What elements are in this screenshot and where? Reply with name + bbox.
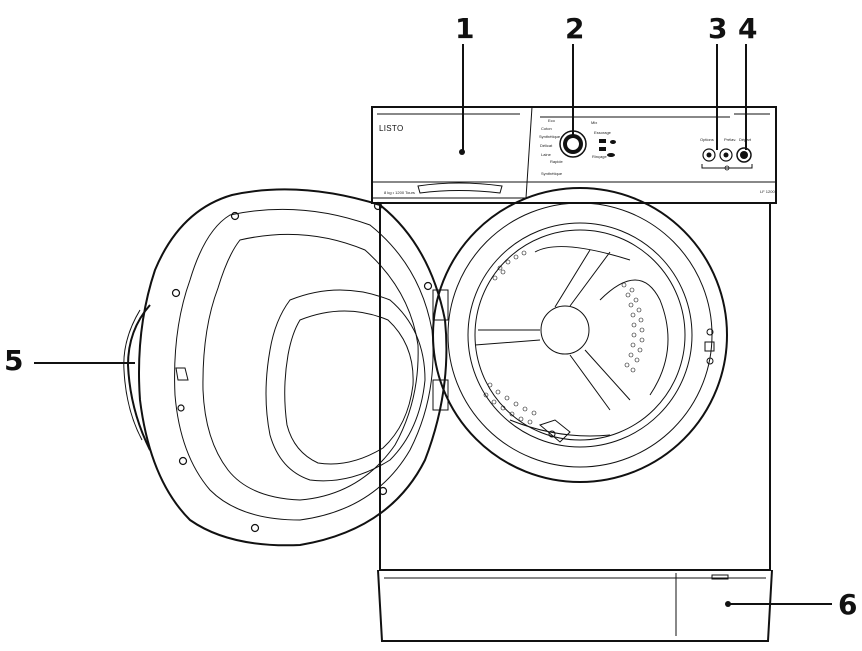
callout-number: 4	[738, 12, 757, 45]
svg-text:Prélav.: Prélav.	[724, 137, 736, 142]
callout-6: 6	[730, 588, 857, 621]
svg-text:Options: Options	[700, 137, 714, 142]
machine-body	[371, 106, 777, 642]
start-button[interactable]	[736, 147, 752, 163]
program-label: Eco	[548, 118, 556, 123]
program-label: Essorage	[594, 130, 612, 135]
callout-number: 2	[565, 12, 584, 45]
spin-text: 8 kg • 1200 Tours	[384, 190, 415, 195]
program-label: Rapide	[550, 159, 563, 164]
callout-number: 1	[455, 12, 474, 45]
callout-number: 6	[838, 588, 857, 621]
model-text: LF 1200	[760, 189, 775, 194]
filter-cover[interactable]	[711, 574, 731, 607]
right-label: Synthétique	[541, 171, 563, 176]
drum	[432, 187, 728, 483]
program-label: Délicat	[540, 143, 553, 148]
program-label: Laine	[541, 152, 552, 157]
callout-number: 3	[708, 12, 727, 45]
callout-5: 5	[4, 344, 135, 377]
callout-1: 1	[455, 12, 474, 150]
detergent-drawer: LISTO 8 kg • 1200 Tours	[371, 106, 533, 199]
callout-2: 2	[565, 12, 584, 138]
callout-4: 4	[738, 12, 757, 150]
program-label: Coton	[541, 126, 552, 131]
program-label: Synthétique	[539, 134, 561, 139]
brand-logo: LISTO	[379, 124, 403, 133]
callout-3: 3	[708, 12, 727, 150]
door[interactable]	[123, 188, 449, 547]
program-label: Mix	[591, 120, 597, 125]
control-panel: Eco Coton Synthétique Délicat Laine Rapi…	[539, 113, 775, 194]
program-label: Rinçage	[592, 154, 607, 159]
callout-number: 5	[4, 344, 23, 377]
option-buttons[interactable]	[701, 148, 753, 171]
